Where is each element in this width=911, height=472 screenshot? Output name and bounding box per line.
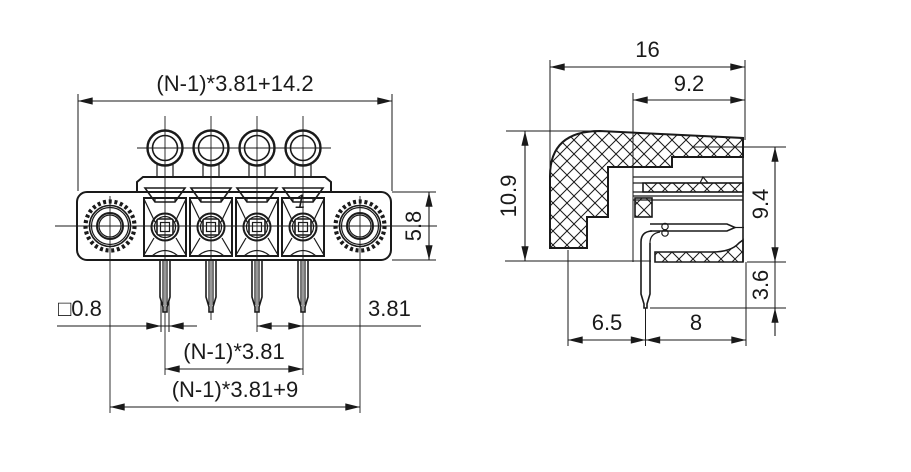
side-pin-to-front-label: 8 [689,310,703,335]
front-overall-width-label: (N-1)*3.81+14.2 [156,71,314,96]
side-housing-base [654,238,744,263]
side-dim-overall-height [505,130,651,262]
side-body-height-label: 9.4 [747,188,773,220]
front-pin-span-label: (N-1)*3.81 [183,339,285,364]
front-body-height-label: 5.8 [400,210,426,242]
side-pin-protrusion-label: 3.6 [747,269,773,301]
front-dim-overall-width [77,94,393,191]
side-housing-section [549,129,744,263]
front-pitch-label: 3.81 [368,296,411,321]
front-dim-pin-square [57,300,197,332]
front-flange [136,176,332,192]
side-dim-body-height [694,146,786,262]
side-overall-depth-label: 16 [635,37,660,62]
side-clamp-block [634,197,653,218]
front-solder-pins [159,259,309,313]
side-housing-shelf [642,182,744,193]
side-pin-offset-label: 6.5 [591,310,623,335]
side-overall-height-label: 10.9 [495,174,521,218]
front-dim-body-height [392,191,436,261]
side-contact-pin [640,222,744,309]
front-view [55,94,437,413]
side-upper-depth-label: 9.2 [673,71,705,96]
front-pin-square-label: □0.8 [58,296,102,321]
front-mounting-span-label: (N-1)*3.81+9 [171,377,299,402]
side-dim-upper-depth [632,93,745,262]
front-body [76,191,392,261]
side-view [505,60,786,346]
side-dim-pin-position [567,250,747,346]
side-dim-pin-protrusion [650,261,786,336]
pin-one-marker: 1 [295,192,306,213]
front-wire-rings [146,129,322,180]
